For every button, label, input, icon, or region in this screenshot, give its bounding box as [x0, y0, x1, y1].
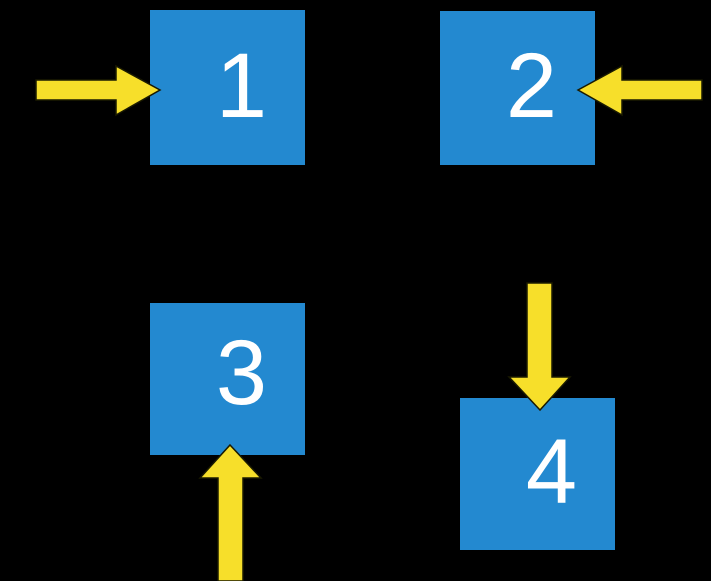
node-label-3: 3 [215, 322, 268, 424]
arrow-down-into-node-4-icon[interactable] [507, 282, 572, 412]
node-box-2[interactable]: 2 [440, 11, 595, 165]
node-label-4: 4 [525, 421, 578, 523]
node-label-1: 1 [215, 34, 268, 137]
node-box-4[interactable]: 4 [460, 398, 615, 550]
node-label-2: 2 [505, 35, 558, 137]
node-box-1[interactable]: 1 [150, 10, 305, 165]
arrow-right-into-node-1-icon[interactable] [35, 64, 162, 117]
arrow-left-into-node-2-icon[interactable] [576, 64, 703, 117]
node-box-3[interactable]: 3 [150, 303, 305, 455]
arrow-up-into-node-3-icon[interactable] [198, 443, 263, 581]
